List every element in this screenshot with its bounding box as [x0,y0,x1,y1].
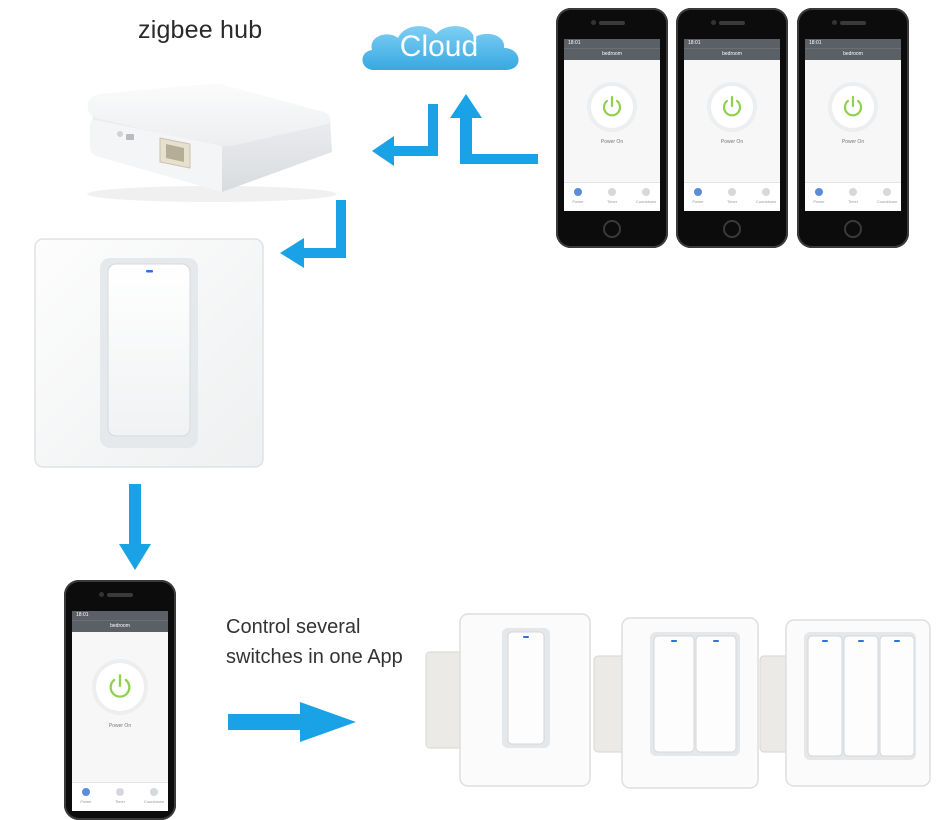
countdown-tab-icon[interactable] [642,188,650,196]
countdown-tab-icon[interactable] [883,188,891,196]
phone-screen: 18:01 bedroom Power On Power Timer Count… [684,39,780,211]
status-bar: 18:01 [564,39,660,48]
power-tab-icon[interactable] [694,188,702,196]
power-icon [109,674,131,698]
countdown-tab-icon[interactable] [762,188,770,196]
caption-line-2: switches in one App [226,646,403,668]
phone-1: 18:01 bedroom Power On Power Timer Count… [556,8,668,248]
phone-2: 18:01 bedroom Power On Power Timer Count… [676,8,788,248]
power-status: Power On [108,723,132,729]
zigbee-hub-device [87,83,337,202]
phone-main: 18:01 bedroom Power On Power Timer Count… [64,580,176,820]
phone-3: 18:01 bedroom Power On Power Timer Count… [797,8,909,248]
hub-label: zigbee hub [138,16,263,44]
phone-screen: 18:01 bedroom Power On Power Timer Count… [72,611,168,811]
tab-bar: Power Timer Countdown [564,182,660,211]
cloud-icon [362,26,519,70]
phone-screen: 18:01 bedroom Power On Power Timer Count… [805,39,901,211]
room-title: bedroom [805,48,901,60]
room-title: bedroom [564,48,660,60]
tab-bar: Power Timer Countdown [805,182,901,211]
caption-line-1: Control several [226,616,361,638]
timer-tab-icon[interactable] [728,188,736,196]
room-title: bedroom [684,48,780,60]
power-tab-icon[interactable] [574,188,582,196]
wall-switch-large [34,238,264,468]
switch-3-gang [759,619,931,787]
power-button[interactable] [711,86,753,128]
switch-2-gang [593,617,759,789]
power-tab-icon[interactable] [815,188,823,196]
cloud-label: Cloud [399,30,479,63]
power-tab-icon[interactable] [82,788,90,796]
home-button [603,220,621,238]
tab-bar: Power Timer Countdown [72,782,168,811]
phone-screen: 18:01 bedroom Power On Power Timer Count… [564,39,660,211]
power-button[interactable] [832,86,874,128]
power-status: Power On [720,139,744,145]
timer-tab-icon[interactable] [608,188,616,196]
power-icon [843,95,863,117]
home-button [844,220,862,238]
status-bar: 18:01 [684,39,780,48]
power-icon [722,95,742,117]
power-status: Power On [841,139,865,145]
timer-tab-icon[interactable] [116,788,124,796]
switch-1-gang [425,613,591,787]
tab-bar: Power Timer Countdown [684,182,780,211]
countdown-tab-icon[interactable] [150,788,158,796]
timer-tab-icon[interactable] [849,188,857,196]
power-icon [602,95,622,117]
status-bar: 18:01 [805,39,901,48]
room-title: bedroom [72,620,168,632]
power-button[interactable] [591,86,633,128]
power-button[interactable] [96,663,144,711]
status-bar: 18:01 [72,611,168,620]
power-status: Power On [600,139,624,145]
caption-text: Control several switches in one App [226,612,403,672]
home-button [723,220,741,238]
